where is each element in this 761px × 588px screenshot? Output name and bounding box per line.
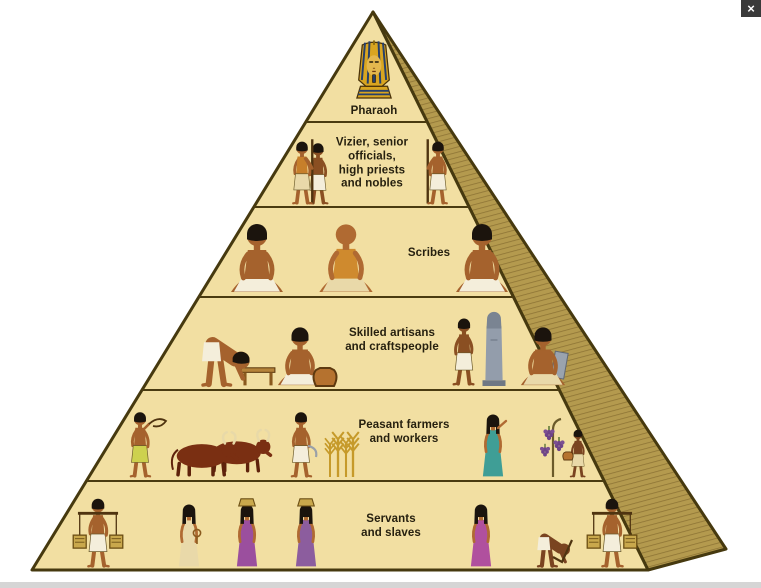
- label-scribes: Scribes: [407, 247, 451, 260]
- label-farmers: Peasant farmers and workers: [358, 419, 450, 445]
- hoe-icon: [552, 539, 574, 564]
- raised-arm: [496, 419, 508, 430]
- pot-icon: [312, 367, 338, 387]
- layer-servants-figures: [73, 499, 637, 567]
- label-pharaoh: Pharaoh: [350, 105, 398, 118]
- label-artisans: Skilled artisans and craftspeople: [345, 327, 439, 353]
- layer-farmers-figures: [128, 410, 587, 479]
- close-button[interactable]: ×: [741, 0, 761, 17]
- label-officials: Vizier, senior officials, high priests a…: [335, 136, 409, 190]
- jar-icon: [562, 451, 574, 461]
- label-servants: Servants and slaves: [361, 513, 421, 539]
- layer-pharaoh-figures: [355, 39, 393, 99]
- raised-arm: [139, 422, 151, 434]
- head-basket-icon: [238, 498, 256, 507]
- whip-icon: [148, 418, 168, 428]
- sistrum-icon: [192, 528, 202, 538]
- pharaoh-funerary-mask-icon: [355, 39, 393, 99]
- layer-artisans-figures: [202, 310, 569, 387]
- head-basket-icon: [297, 498, 315, 507]
- bottom-edge: [0, 582, 761, 588]
- sickle-icon: [307, 444, 318, 458]
- layer-separator-lines: [87, 121, 604, 482]
